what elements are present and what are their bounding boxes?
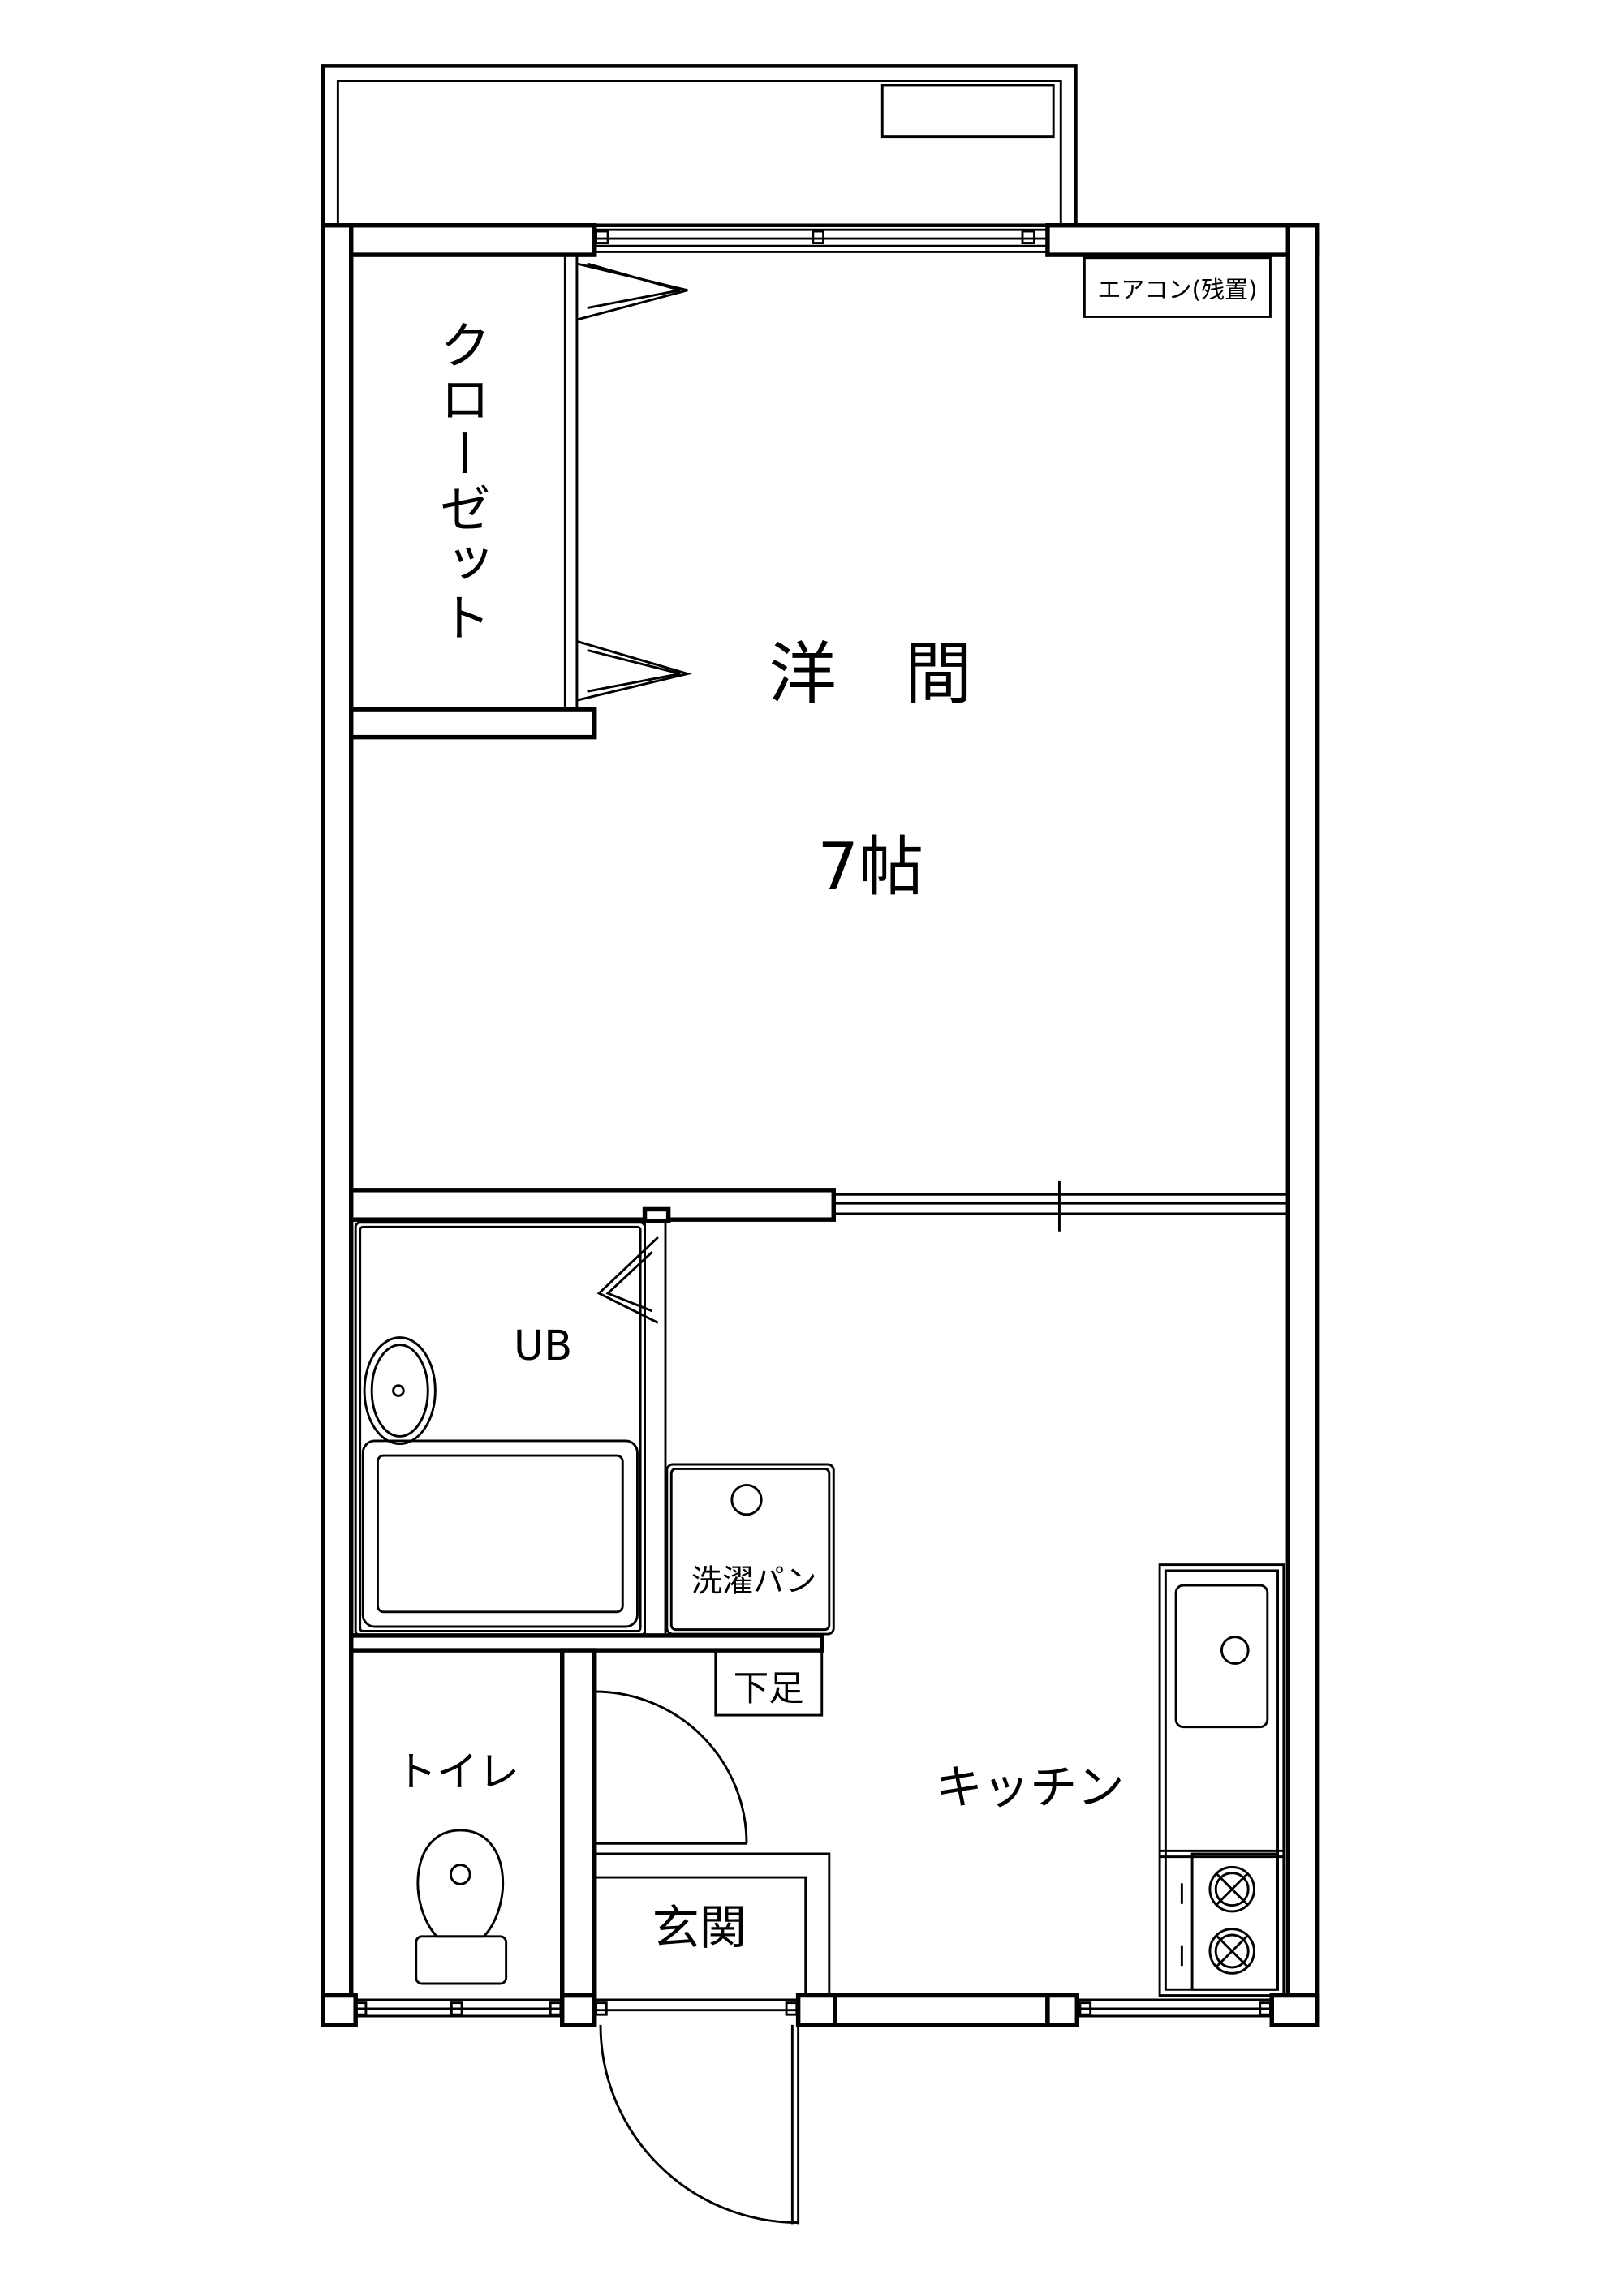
entrance-door: [599, 2024, 800, 2225]
aircon-outdoor-unit: [880, 84, 1055, 139]
shoe-box-label: 下足: [734, 1669, 804, 1709]
room-size-label: 7帖: [817, 829, 923, 905]
toilet-window: [354, 1998, 562, 2018]
kitchen-window: [1077, 1998, 1272, 2018]
entrance: 玄関: [594, 1852, 831, 1996]
unit-bath: UB: [354, 1206, 671, 1637]
toilet-door: [594, 1690, 748, 1845]
entrance-door-frame: [594, 1998, 799, 2016]
shoe-box: 下足: [714, 1649, 824, 1717]
entrance-label: 玄関: [652, 1900, 747, 1955]
washbasin-icon: [363, 1336, 437, 1445]
washer-pan: 洗濯パン: [665, 1463, 835, 1636]
stove-icon: [1190, 1852, 1279, 1991]
closet: クローゼット: [349, 255, 692, 740]
aircon: エアコン(残置): [1083, 256, 1272, 318]
western-room-label: 洋 間: [768, 634, 972, 714]
burner-icon: [1208, 1928, 1255, 1975]
kitchen-label: キッチン: [936, 1760, 1125, 1815]
bathtub-icon: [361, 1439, 639, 1628]
drain-icon: [730, 1483, 763, 1516]
exterior-walls: [321, 223, 1320, 2027]
balcony-sliding-window: [594, 228, 1048, 253]
room-partition: [349, 1180, 1289, 1232]
washer-pan-label: 洗濯パン: [691, 1563, 817, 1599]
closet-label: クローゼット: [430, 318, 490, 646]
toilet-label: トイレ: [395, 1748, 519, 1796]
toilet-tank-icon: [415, 1935, 508, 1985]
sink-icon: [1174, 1584, 1269, 1729]
burner-icon: [1208, 1865, 1255, 1913]
unit-bath-label: UB: [514, 1322, 572, 1370]
kitchen-counter: [1158, 1563, 1285, 1997]
toilet-room: トイレ: [395, 1648, 597, 1998]
balcony: [321, 64, 1078, 227]
aircon-label: エアコン(残置): [1097, 276, 1257, 303]
